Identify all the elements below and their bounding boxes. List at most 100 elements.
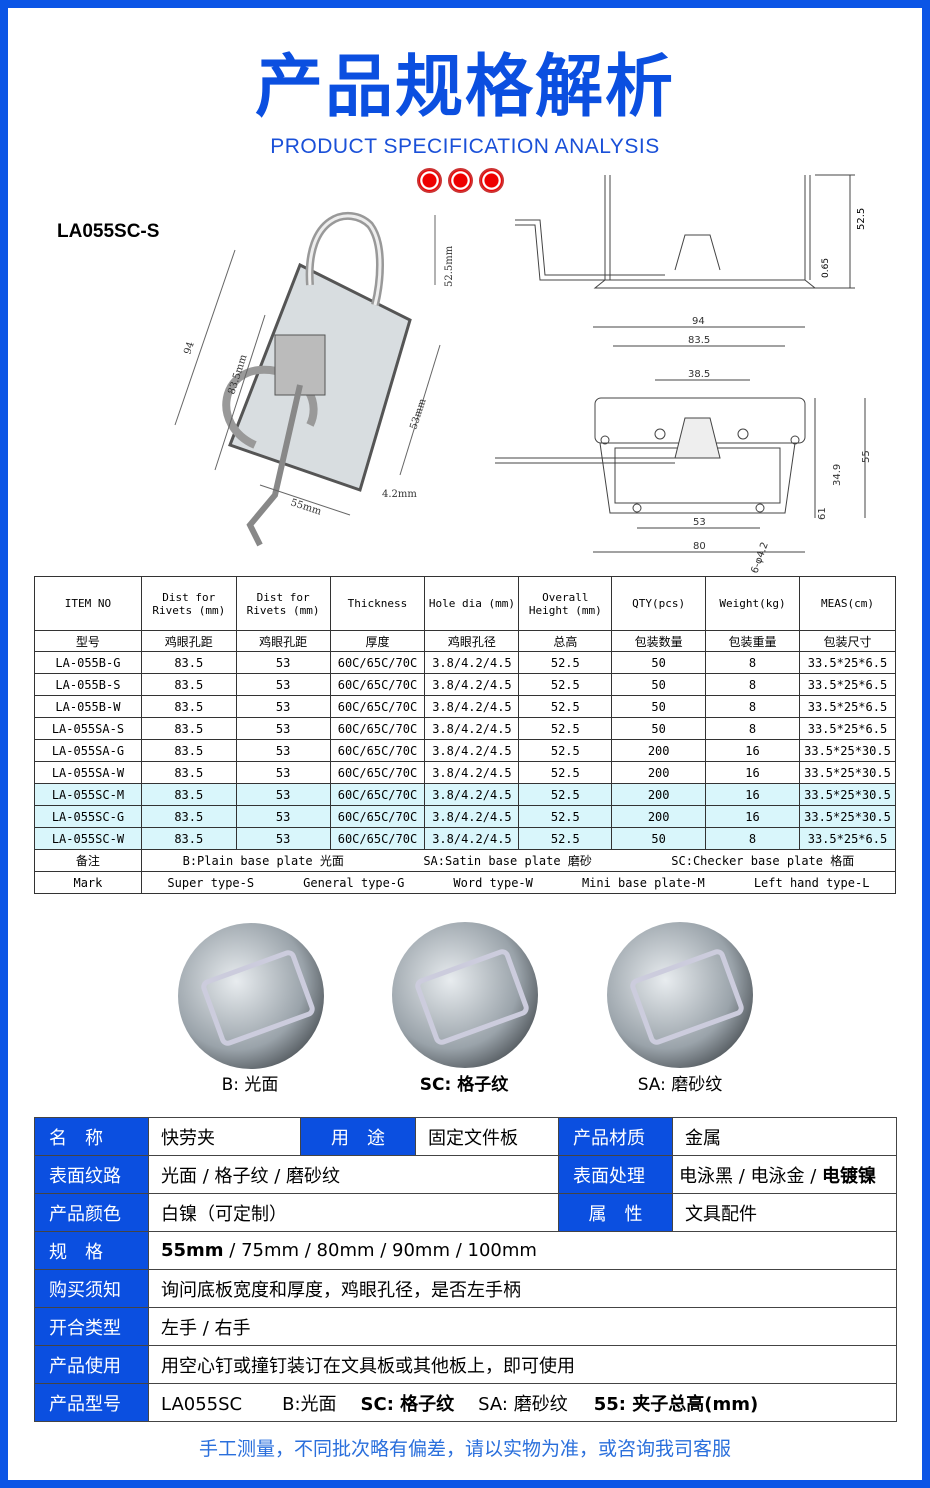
dim-label: 53mm <box>408 397 428 431</box>
dim-label: 61 <box>817 507 828 520</box>
table-cell: 200 <box>611 805 707 828</box>
table-cell: LA-055B-W <box>34 695 142 718</box>
info-value: 光面 / 格子纹 / 磨砂纹 <box>148 1155 559 1194</box>
column-header-cn: 鸡眼孔距 <box>235 630 331 652</box>
table-cell: 50 <box>611 717 707 740</box>
table-cell: 83.5 <box>140 783 237 806</box>
info-value: 用空心钉或撞钉装订在文具板或其他板上，即可使用 <box>148 1345 897 1384</box>
table-cell: 8 <box>705 717 800 740</box>
info-key: 用 途 <box>300 1117 416 1156</box>
column-header-cn: 鸡眼孔径 <box>424 630 520 652</box>
model-part: B:光面 <box>282 1393 337 1415</box>
info-value: 固定文件板 <box>415 1117 559 1156</box>
table-cell: 16 <box>705 761 800 784</box>
photo-label: B: 光面 <box>221 1075 279 1095</box>
table-cell: 33.5*25*6.5 <box>798 651 897 674</box>
table-cell: 83.5 <box>140 761 237 784</box>
table-cell: 50 <box>611 651 707 674</box>
table-cell: 33.5*25*6.5 <box>798 695 897 718</box>
column-header-cn: 型号 <box>34 630 142 652</box>
dim-label: 94 <box>692 316 705 327</box>
info-key: 表面处理 <box>558 1155 673 1194</box>
info-key: 表面纹路 <box>34 1155 149 1194</box>
table-cell: 53 <box>235 783 331 806</box>
info-value: 白镍（可定制） <box>148 1193 559 1232</box>
table-cell: 53 <box>235 651 331 674</box>
table-cell: 3.8/4.2/4.5 <box>424 739 520 762</box>
column-header-cn: 包装数量 <box>611 630 707 652</box>
photo-satin <box>607 922 753 1068</box>
dot-icon <box>479 168 504 193</box>
table-cell: 83.5 <box>140 739 237 762</box>
table-cell: 50 <box>611 695 707 718</box>
mark-item: General type-G <box>303 875 405 890</box>
table-cell: 3.8/4.2/4.5 <box>424 761 520 784</box>
table-cell: 60C/65C/70C <box>329 651 426 674</box>
table-cell: 60C/65C/70C <box>329 827 426 850</box>
info-key: 产品型号 <box>34 1383 149 1422</box>
dim-label: 6-φ4.2 <box>749 541 770 575</box>
info-key: 规 格 <box>34 1231 149 1270</box>
info-value: 左手 / 右手 <box>148 1307 897 1346</box>
table-cell: 3.8/4.2/4.5 <box>424 805 520 828</box>
info-value-part: / 75mm / 80mm / 90mm / 100mm <box>223 1240 537 1261</box>
info-value: 快劳夹 <box>148 1117 301 1156</box>
product-illustration: 94 83.5mm 52.5mm 53mm 55mm 4.2mm <box>174 211 455 547</box>
table-cell: 50 <box>611 827 707 850</box>
table-cell: 8 <box>705 827 800 850</box>
info-value-part: 电泳黑 / 电泳金 / <box>679 1165 823 1187</box>
table-cell: 33.5*25*30.5 <box>798 761 897 784</box>
table-cell: 200 <box>611 761 707 784</box>
table-cell: 53 <box>235 739 331 762</box>
table-cell: 53 <box>235 717 331 740</box>
info-value: 55mm / 75mm / 80mm / 90mm / 100mm <box>148 1231 897 1270</box>
dim-label: 52.5mm <box>444 245 455 287</box>
table-cell: 8 <box>705 673 800 696</box>
table-cell: 83.5 <box>140 717 237 740</box>
info-value-part: 55mm <box>161 1240 224 1261</box>
dim-label: 38.5 <box>688 369 710 380</box>
table-cell: 3.8/4.2/4.5 <box>424 673 520 696</box>
table-cell: 60C/65C/70C <box>329 805 426 828</box>
dim-label: 0.65 <box>821 258 831 278</box>
mark-label: Mark <box>34 871 142 894</box>
table-cell: 83.5 <box>140 673 237 696</box>
info-key: 产品使用 <box>34 1345 149 1384</box>
note-item: B:Plain base plate 光面 <box>182 854 344 868</box>
info-key: 开合类型 <box>34 1307 149 1346</box>
mark-item: Word type-W <box>453 875 533 890</box>
info-value: 询问底板宽度和厚度，鸡眼孔径，是否左手柄 <box>148 1269 897 1308</box>
dim-label: 83.5 <box>688 335 710 346</box>
table-cell: 52.5 <box>518 695 613 718</box>
table-cell: 16 <box>705 805 800 828</box>
footer-note: 手工测量，不同批次略有偏差，请以实物为准，或咨询我司客服 <box>198 1438 731 1460</box>
model-part: SC: 格子纹 <box>360 1393 455 1415</box>
table-cell: LA-055SA-S <box>34 717 142 740</box>
table-cell: 3.8/4.2/4.5 <box>424 783 520 806</box>
table-cell: LA-055B-S <box>34 673 142 696</box>
table-cell: 60C/65C/70C <box>329 761 426 784</box>
column-header-cn: 包装重量 <box>705 630 800 652</box>
column-header-cn: 包装尺寸 <box>798 630 897 652</box>
table-cell: 52.5 <box>518 761 613 784</box>
table-cell: 53 <box>235 805 331 828</box>
note-item: SC:Checker base plate 格面 <box>671 854 855 868</box>
table-cell: 3.8/4.2/4.5 <box>424 695 520 718</box>
info-key: 属 性 <box>558 1193 673 1232</box>
column-header: Overall Height (mm) <box>518 576 613 631</box>
table-cell: 200 <box>611 739 707 762</box>
mark-item: Mini base plate-M <box>581 875 705 890</box>
page-subtitle: PRODUCT SPECIFICATION ANALYSIS <box>270 135 660 158</box>
table-cell: 60C/65C/70C <box>329 717 426 740</box>
table-cell: 3.8/4.2/4.5 <box>424 651 520 674</box>
mark-item: Left hand type-L <box>753 875 870 890</box>
